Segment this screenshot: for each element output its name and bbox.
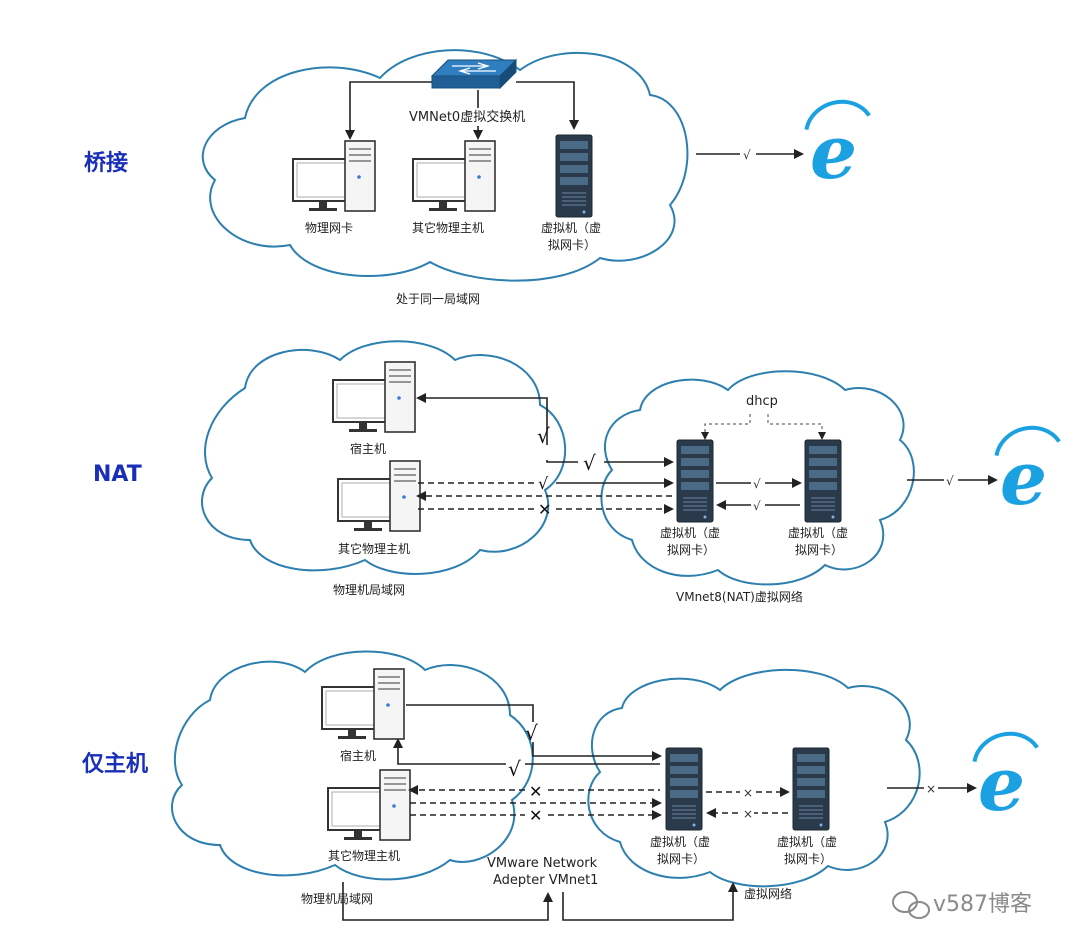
hostonly-check-mark: √ [508,757,521,781]
hostonly-adapter-line2: Adepter VMnet1 [493,873,598,888]
hostonly-vm2-label-1: 虚拟机（虚 [777,835,837,849]
bridge-vm-label-1: 虚拟机（虚 [541,221,601,235]
nat-physical-cloud [201,340,567,575]
bridge-vm-label-2: 拟网卡） [548,238,596,252]
nat-vm-check: √ [753,499,761,513]
nat-check-mark: √ [538,474,549,493]
hostonly-cross-mark: ✕ [529,806,542,825]
hostonly-host-label: 宿主机 [340,748,376,763]
nat-host-label: 宿主机 [350,441,386,456]
nat-internet-check: √ [946,474,954,488]
nat-vm1-label-2: 拟网卡） [667,543,715,557]
server-icon [804,439,842,523]
nat-virtual-net-label: VMnet8(NAT)虚拟网络 [676,589,803,604]
nat-other-host-label: 其它物理主机 [338,541,410,556]
bridge-internet-check: √ [743,148,751,162]
server-icon [555,134,593,218]
watermark-text: v587博客 [933,892,1032,917]
nat-cross-mark: ✕ [538,500,551,519]
hostonly-other-host-label: 其它物理主机 [328,848,400,863]
switch-icon [430,58,518,90]
internet-explorer-icon [799,91,872,198]
nat-vm-check: √ [753,477,761,491]
hostonly-virtual-cloud [587,668,921,888]
nat-vm2-label-2: 拟网卡） [795,543,843,557]
nat-dhcp-label: dhcp [746,394,778,409]
hostonly-virtual-net-label: 虚拟网络 [744,886,792,901]
server-icon [676,439,714,523]
hostonly-internet-cross: × [926,782,936,796]
nat-title: NAT [93,462,142,487]
internet-explorer-icon [967,723,1040,830]
hostonly-adapter-line1: VMware Network [487,856,598,871]
nat-check-mark: √ [583,451,596,475]
server-icon [665,747,703,831]
nat-check-mark: √ [537,424,550,448]
hostonly-title: 仅主机 [82,752,148,777]
hostonly-check-mark: √ [525,721,538,745]
server-icon [792,747,830,831]
hostonly-vm-cross: × [743,786,753,800]
bridge-lan-label: 处于同一局域网 [396,292,480,306]
nat-physical-lan-label: 物理机局域网 [333,583,405,597]
hostonly-physical-lan-label: 物理机局域网 [301,892,373,906]
hostonly-vm2-label-2: 拟网卡） [784,852,832,866]
bridge-title: 桥接 [84,150,128,176]
internet-explorer-icon [989,417,1062,524]
hostonly-cross-mark: ✕ [529,782,542,801]
wechat-icon [892,891,930,919]
hostonly-physical-cloud [171,650,534,881]
nat-vm2-label-1: 虚拟机（虚 [788,526,848,540]
bridge-host1-label: 物理网卡 [305,221,353,235]
bridge-host2-label: 其它物理主机 [412,220,484,235]
hostonly-vm1-label-1: 虚拟机（虚 [650,835,710,849]
hostonly-vm1-label-2: 拟网卡） [657,852,705,866]
switch-label: VMNet0虚拟交换机 [409,109,525,125]
nat-vm1-label-1: 虚拟机（虚 [660,526,720,540]
hostonly-vm-cross: × [743,807,753,821]
